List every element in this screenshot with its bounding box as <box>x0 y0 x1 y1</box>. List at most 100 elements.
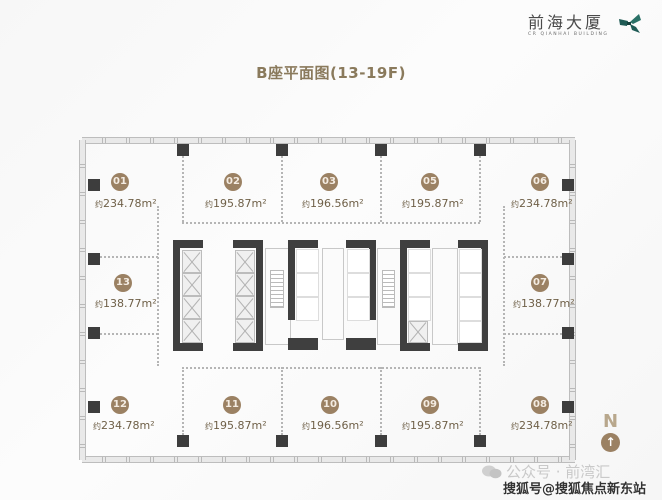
sohu-watermark: 搜狐号@搜狐焦点新东站 <box>503 482 647 497</box>
service-shaft <box>296 273 319 297</box>
partition <box>182 367 184 435</box>
partition <box>479 367 481 435</box>
corridor-wall <box>503 206 505 366</box>
unit-number-badge: 02 <box>224 173 242 191</box>
core-wall <box>288 338 318 350</box>
service-shaft <box>296 297 319 321</box>
service-room <box>322 248 344 340</box>
elevator-shaft <box>235 273 255 296</box>
unit-number-badge: 10 <box>321 396 339 414</box>
service-shaft <box>347 273 370 297</box>
core-wall <box>173 240 203 248</box>
corridor-wall <box>182 367 480 369</box>
logo-name-cn: 前海大厦 <box>528 13 605 32</box>
stair-icon <box>270 270 284 308</box>
north-label: N <box>603 411 619 432</box>
core-wall <box>346 240 376 248</box>
column <box>88 401 100 413</box>
elevator-shaft <box>235 250 255 273</box>
unit-area: 约138.77m² <box>513 297 575 310</box>
unit-number-badge: 03 <box>320 173 338 191</box>
partition <box>281 156 283 222</box>
core-wall <box>369 240 376 320</box>
column <box>562 401 574 413</box>
elevator-shaft <box>182 250 202 273</box>
unit-area: 约195.87m² <box>402 197 464 210</box>
column <box>276 144 288 156</box>
wechat-watermark: 公众号 · 前湾汇 <box>482 461 610 482</box>
column <box>88 327 100 339</box>
unit-area: 约234.78m² <box>511 419 573 432</box>
elevator-shaft <box>182 296 202 319</box>
brand-logo: 前海大厦 CR QIANHAI BUILDING <box>528 9 648 49</box>
north-arrow-icon: ↑ <box>601 433 620 452</box>
unit-number-badge: 12 <box>111 396 129 414</box>
unit-number-badge: 05 <box>421 173 439 191</box>
column <box>474 435 486 447</box>
unit-number-badge: 01 <box>111 173 129 191</box>
column <box>177 144 189 156</box>
elevator-shaft <box>182 273 202 296</box>
core-wall <box>346 338 376 350</box>
unit-area: 约195.87m² <box>205 419 267 432</box>
column <box>276 435 288 447</box>
stair-icon <box>382 270 395 308</box>
unit-area: 约234.78m² <box>95 197 157 210</box>
partition <box>182 156 184 222</box>
partition <box>380 156 382 222</box>
column <box>177 435 189 447</box>
partition <box>380 367 382 435</box>
logo-name-en: CR QIANHAI BUILDING <box>528 32 609 37</box>
partition <box>479 156 481 222</box>
core-wall <box>400 240 407 350</box>
west-facade <box>79 140 86 460</box>
elevator-shaft <box>235 296 255 319</box>
unit-area: 约138.77m² <box>95 297 157 310</box>
service-shaft <box>459 273 482 297</box>
core-wall <box>481 240 488 350</box>
elevator-shaft <box>182 319 202 343</box>
elevator-shaft <box>408 321 428 343</box>
unit-number-badge: 09 <box>421 396 439 414</box>
unit-area: 约234.78m² <box>511 197 573 210</box>
service-shaft <box>459 321 482 343</box>
service-shaft <box>347 249 370 273</box>
core-wall <box>256 240 263 350</box>
unit-area: 约234.78m² <box>93 419 155 432</box>
unit-area: 约196.56m² <box>302 197 364 210</box>
north-facade <box>82 137 575 144</box>
partition <box>100 256 158 258</box>
core-wall <box>173 240 180 350</box>
elevator-shaft <box>235 319 255 343</box>
unit-number-badge: 11 <box>223 396 241 414</box>
column <box>562 327 574 339</box>
service-shaft <box>408 297 431 321</box>
wechat-icon <box>482 465 502 479</box>
core-wall <box>233 343 263 351</box>
partition <box>504 256 562 258</box>
unit-number-badge: 13 <box>114 274 132 292</box>
unit-number-badge: 08 <box>531 396 549 414</box>
floor-plan-title: B座平面图(13-19F) <box>256 64 406 82</box>
partition <box>504 333 562 335</box>
core-wall <box>400 240 430 248</box>
core-wall <box>458 343 488 351</box>
service-shaft <box>296 249 319 273</box>
watermark-account: 公众号 · 前湾汇 <box>506 463 611 481</box>
core-wall <box>400 343 430 351</box>
unit-area: 约196.56m² <box>302 419 364 432</box>
restroom <box>432 248 458 345</box>
unit-area: 约195.87m² <box>205 197 267 210</box>
column <box>562 179 574 191</box>
unit-area: 约195.87m² <box>402 419 464 432</box>
core-wall <box>458 240 488 248</box>
partition <box>100 333 158 335</box>
east-facade <box>569 140 576 460</box>
unit-number-badge: 07 <box>531 274 549 292</box>
column <box>88 253 100 265</box>
corridor-wall <box>157 206 159 366</box>
service-shaft <box>408 249 431 273</box>
partition <box>281 367 283 435</box>
core-wall <box>233 240 263 248</box>
